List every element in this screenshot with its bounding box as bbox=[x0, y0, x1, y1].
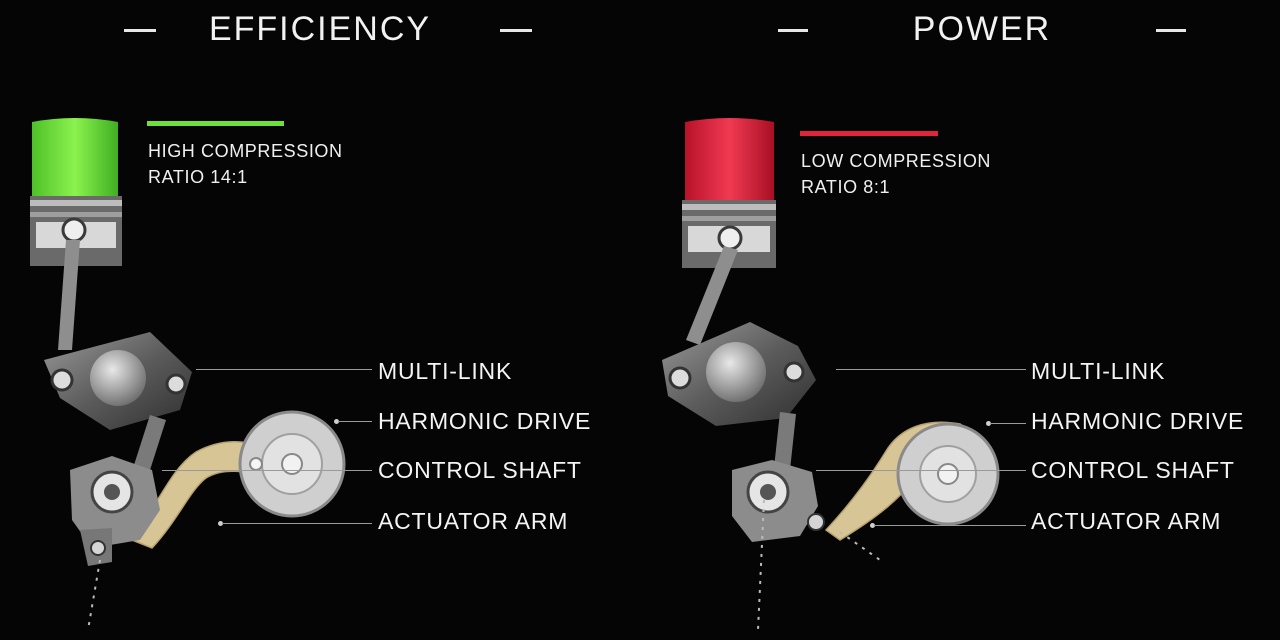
power-mechanism-illustration bbox=[662, 118, 1000, 631]
low-compression-label: LOW COMPRESSION RATIO 8:1 bbox=[801, 148, 991, 200]
control-shaft-leader bbox=[162, 470, 372, 471]
compression-line-1: LOW COMPRESSION bbox=[801, 151, 992, 171]
harmonic-drive-leader bbox=[338, 421, 372, 422]
actuator-arm-dot bbox=[870, 523, 875, 528]
power-panel: POWER bbox=[640, 0, 1280, 640]
efficiency-heading: EFFICIENCY bbox=[0, 10, 640, 50]
actuator-arm-dot bbox=[218, 521, 223, 526]
power-title: POWER bbox=[912, 10, 1052, 48]
multi-link-leader bbox=[836, 369, 1026, 370]
actuator-arm-leader bbox=[874, 525, 1026, 526]
control-shaft-leader bbox=[816, 470, 1026, 471]
heading-dash-left bbox=[778, 29, 808, 32]
low-compression-bar bbox=[800, 131, 938, 136]
high-compression-bar bbox=[147, 121, 284, 126]
multi-link-label: MULTI-LINK bbox=[378, 358, 513, 384]
efficiency-mechanism-illustration bbox=[30, 118, 346, 631]
harmonic-drive-dot bbox=[334, 419, 339, 424]
harmonic-drive-dot bbox=[986, 421, 991, 426]
combustion-chamber-low bbox=[685, 118, 774, 200]
efficiency-title: EFFICIENCY bbox=[208, 10, 432, 48]
actuator-arm-label: ACTUATOR ARM bbox=[1031, 508, 1222, 534]
multi-link-label: MULTI-LINK bbox=[1031, 358, 1166, 384]
multi-link-leader bbox=[196, 369, 372, 370]
heading-dash-left bbox=[124, 29, 156, 32]
heading-dash-right bbox=[500, 29, 532, 32]
combustion-chamber-high bbox=[32, 118, 118, 196]
harmonic-drive-label: HARMONIC DRIVE bbox=[378, 408, 592, 434]
efficiency-panel: EFFICIENCY bbox=[0, 10, 640, 631]
high-compression-label: HIGH COMPRESSION RATIO 14:1 bbox=[148, 138, 343, 190]
actuator-arm-leader bbox=[222, 523, 372, 524]
compression-line-1: HIGH COMPRESSION bbox=[148, 141, 343, 161]
harmonic-drive-label: HARMONIC DRIVE bbox=[1031, 408, 1245, 434]
actuator-arm-label: ACTUATOR ARM bbox=[378, 508, 569, 534]
control-shaft-label: CONTROL SHAFT bbox=[1031, 457, 1235, 483]
heading-dash-right bbox=[1156, 29, 1186, 32]
harmonic-drive-leader bbox=[990, 423, 1026, 424]
power-heading: POWER bbox=[640, 10, 1280, 50]
compression-line-2: RATIO 14:1 bbox=[148, 167, 248, 187]
control-shaft-label: CONTROL SHAFT bbox=[378, 457, 582, 483]
compression-line-2: RATIO 8:1 bbox=[801, 177, 891, 197]
